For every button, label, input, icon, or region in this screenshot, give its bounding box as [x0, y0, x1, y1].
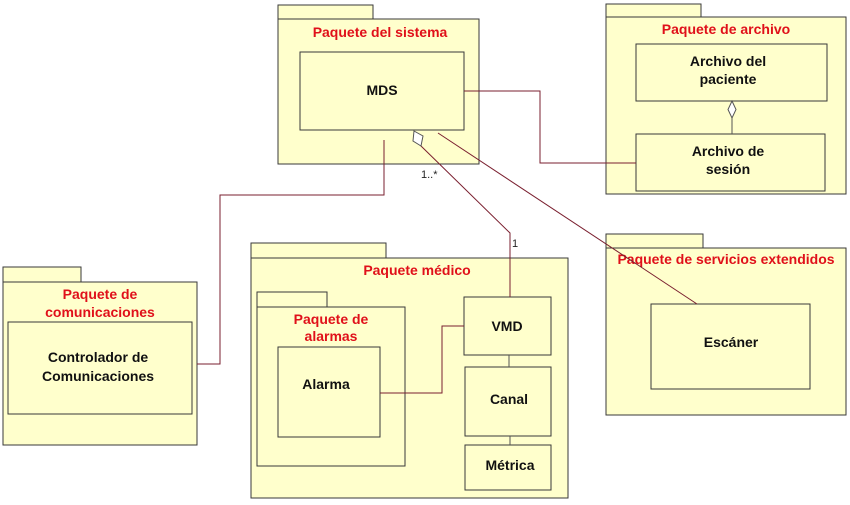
class-session-file [635, 133, 826, 192]
package-ext-title: Paquete de servicios extendidos [617, 251, 834, 267]
package-system-title: Paquete del sistema [313, 24, 448, 40]
class-session-file-label-1: Archivo de [692, 143, 765, 159]
class-scanner [650, 303, 811, 390]
package-comms-title-1: Paquete de [63, 286, 138, 302]
class-session-file-label-2: sesión [706, 161, 750, 177]
aggregation-diamond-mds [412, 130, 424, 147]
class-scanner-label: Escáner [704, 334, 759, 350]
connector-mds-session-file [464, 90, 636, 164]
connector-mds-vmd [419, 144, 511, 297]
class-patient-file-label-2: paciente [700, 71, 757, 87]
package-medical-title: Paquete médico [363, 262, 470, 278]
class-comm-controller [7, 321, 193, 415]
aggregation-diamond-patient-file [727, 99, 737, 120]
package-ext-tab [605, 233, 704, 249]
package-comms-tab [2, 266, 82, 283]
class-vmd [463, 296, 552, 356]
package-alarms: Paquete de alarmas Alarma [256, 291, 406, 467]
package-medical-tab [250, 242, 387, 259]
class-alarm-label: Alarma [302, 376, 350, 392]
package-alarms-title-1: Paquete de [294, 311, 369, 327]
package-system-tab [277, 4, 374, 20]
package-alarms-tab [256, 291, 328, 308]
package-communications: Paquete de comunicaciones Controlador de… [2, 266, 198, 446]
class-patient-file-label-1: Archivo del [690, 53, 766, 69]
connector-alarm-vmd [380, 325, 464, 394]
multiplicity-vmd-side: 1 [512, 238, 518, 250]
class-patient-file [635, 43, 828, 102]
connector-mds-comm-controller [197, 140, 385, 365]
class-channel [464, 366, 552, 437]
package-archive-tab [605, 3, 702, 18]
class-metric-label: Métrica [485, 457, 534, 473]
class-vmd-label: VMD [491, 318, 522, 334]
package-medical: Paquete médico Paquete de alarmas Alarma… [250, 242, 569, 499]
package-alarms-title-2: alarmas [305, 328, 358, 344]
connector-mds-scanner [437, 132, 698, 305]
package-archive: Paquete de archivo Archivo del paciente … [605, 3, 847, 195]
class-mds-label: MDS [366, 82, 397, 98]
class-metric [464, 444, 552, 491]
class-comm-controller-label-1: Controlador de [48, 349, 149, 365]
class-channel-label: Canal [490, 391, 528, 407]
package-archive-title: Paquete de archivo [662, 21, 790, 37]
multiplicity-mds-side: 1..* [421, 169, 438, 181]
class-comm-controller-label-2: Comunicaciones [42, 368, 154, 384]
class-alarm [277, 346, 381, 438]
package-comms-title-2: comunicaciones [45, 304, 155, 320]
package-extended-services: Paquete de servicios extendidos Escáner [605, 233, 847, 416]
